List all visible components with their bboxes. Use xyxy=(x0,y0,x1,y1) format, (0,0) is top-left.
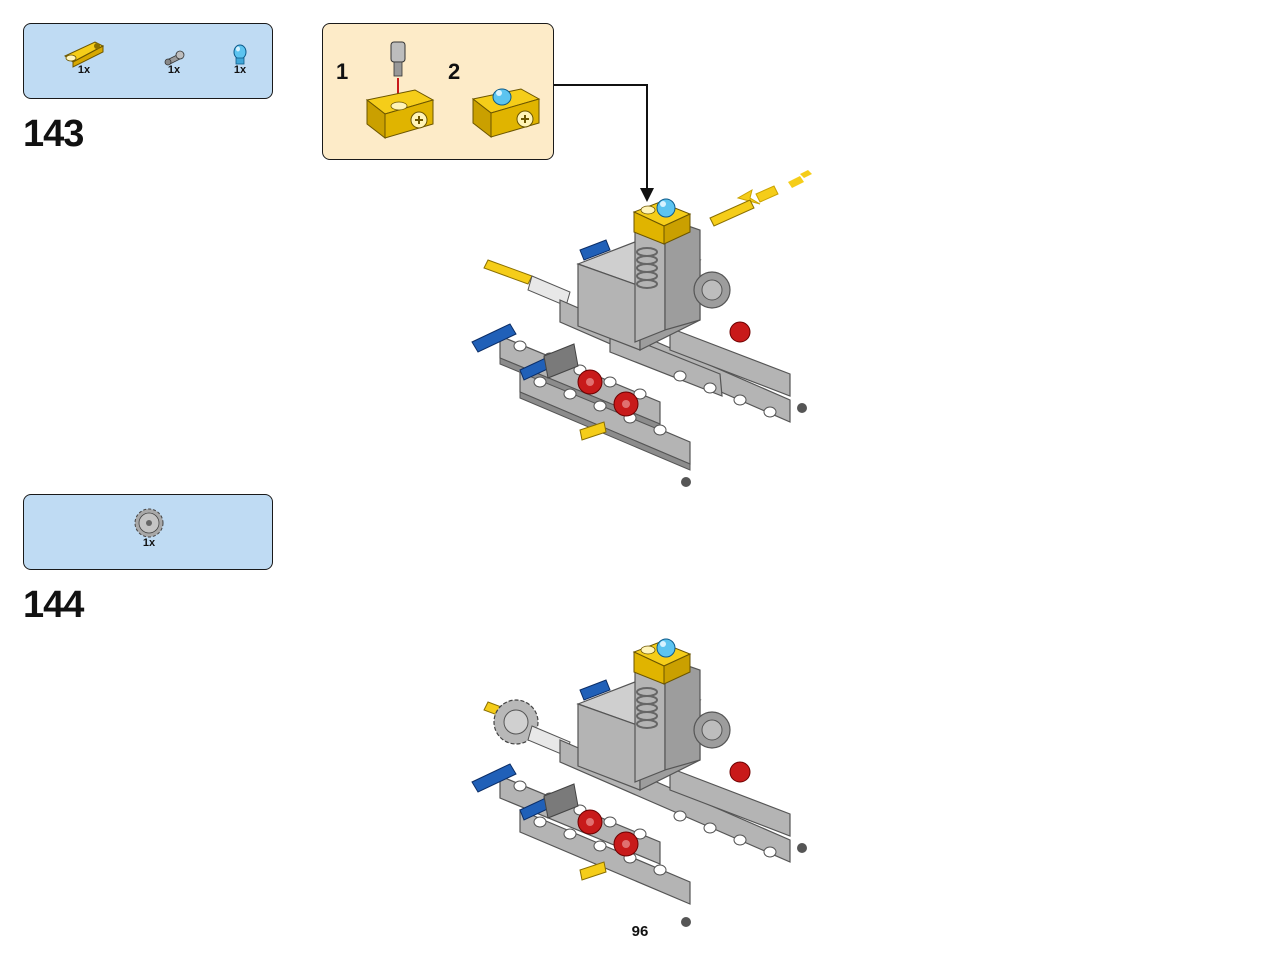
part-grey-pin: 1x xyxy=(149,24,199,84)
part-yellow-connector: 1x xyxy=(59,24,109,84)
callout-pointer-arrow xyxy=(554,84,654,202)
part-qty: 1x xyxy=(142,537,156,549)
part-qty: 1x xyxy=(77,64,91,76)
page-number: 96 xyxy=(631,923,649,940)
yellow-connector-icon xyxy=(64,41,105,68)
grey-gear-icon xyxy=(134,508,164,538)
model-illustration-step-144 xyxy=(471,638,807,927)
grey-pin-icon xyxy=(164,50,185,66)
model-illustration-step-143 xyxy=(471,170,812,487)
part-qty: 1x xyxy=(167,64,181,76)
step-number-144: 144 xyxy=(23,584,84,626)
substep-1-illustration xyxy=(365,41,435,140)
part-qty: 1x xyxy=(233,64,247,76)
step-number-143: 143 xyxy=(23,113,84,155)
substep-2-illustration xyxy=(471,88,541,139)
part-blue-bush: 1x xyxy=(215,24,265,84)
parts-list-step-143: 1x 1x 1x xyxy=(23,23,273,99)
substep-number-1: 1 xyxy=(336,59,349,84)
subassembly-callout: 1 2 xyxy=(322,23,554,160)
part-grey-gear: 1x xyxy=(124,497,174,557)
blue-bush-icon xyxy=(233,44,247,65)
insert-direction-arrow xyxy=(736,170,812,205)
parts-list-step-144: 1x xyxy=(23,494,273,570)
substep-number-2: 2 xyxy=(448,59,461,84)
